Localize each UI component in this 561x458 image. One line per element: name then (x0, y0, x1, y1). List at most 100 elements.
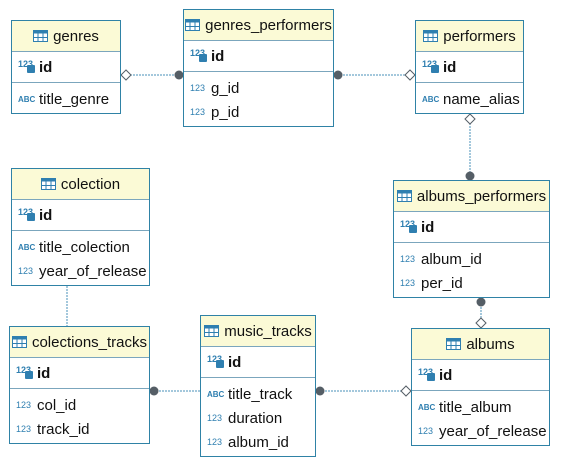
entity-title: colections_tracks (31, 333, 148, 351)
entity-title: colection (60, 175, 121, 193)
rel-genres-genres-performers-to-dot-end (174, 70, 184, 80)
entity-title: music_tracks (224, 322, 312, 340)
column-name: p_id (211, 103, 240, 121)
entity-header[interactable]: genres_performers (184, 10, 333, 41)
primary-key-name: id (39, 58, 53, 76)
entity-header[interactable]: performers (416, 21, 523, 52)
table-icon (33, 30, 49, 42)
primary-key-name: id (421, 218, 435, 236)
table-icon (446, 338, 462, 350)
entity-title: albums_performers (416, 187, 547, 205)
primary-key-icon: 123 (18, 59, 36, 74)
column-name: col_id (37, 396, 77, 414)
table-icon (204, 325, 220, 337)
rel-music-tracks-albums-from-dot-end (315, 386, 325, 396)
table-icon (11, 336, 27, 348)
column-name: track_id (37, 420, 90, 438)
num-123-icon: 123 (207, 437, 223, 447)
primary-key-icon: 123 (422, 59, 440, 74)
primary-key-name: id (443, 58, 457, 76)
rel-colections-tracks-music-tracks-from-dot-end (149, 386, 159, 396)
table-icon (185, 19, 201, 31)
entity-header[interactable]: colections_tracks (10, 327, 149, 358)
num-123-icon: 123 (16, 400, 32, 410)
num-123-icon: 123 (190, 107, 206, 117)
entity-header[interactable]: genres (12, 21, 120, 52)
column-name: per_id (421, 274, 463, 292)
table-icon (40, 178, 56, 190)
entity-title: performers (443, 27, 516, 45)
column-row[interactable]: 123 year_of_release (12, 259, 149, 283)
column-row[interactable]: 123 p_id (184, 100, 333, 124)
entity-title: genres_performers (205, 16, 332, 34)
entity-header[interactable]: colection (12, 169, 149, 200)
column-name: year_of_release (39, 262, 147, 280)
abc-text-icon: ABC (422, 94, 440, 104)
column-row[interactable]: 123 col_id (10, 393, 149, 417)
rel-genres-performers-performers-to-diamond-end (404, 69, 416, 81)
column-name: title_album (439, 398, 512, 416)
primary-key-name: id (39, 206, 53, 224)
abc-text-icon: ABC (18, 242, 36, 252)
column-name: name_alias (443, 90, 520, 108)
num-123-icon: 123 (18, 266, 34, 276)
num-123-icon: 123 (16, 424, 32, 434)
entity-header[interactable]: music_tracks (201, 316, 315, 347)
table-icon (423, 30, 439, 42)
primary-key-icon: 123 (16, 365, 34, 380)
primary-key-icon: 123 (418, 367, 436, 382)
rel-performers-albums-performers-to-dot-end (465, 171, 475, 181)
rel-music-tracks-albums-to-diamond-end (400, 385, 412, 397)
column-name: title_genre (39, 90, 110, 108)
primary-key-icon: 123 (190, 48, 208, 63)
column-name: g_id (211, 79, 240, 97)
entity-header[interactable]: albums_performers (394, 181, 549, 212)
column-name: year_of_release (439, 422, 547, 440)
table-icon (396, 190, 412, 202)
abc-text-icon: ABC (18, 94, 36, 104)
entity-header[interactable]: albums (412, 329, 549, 360)
rel-genres-performers-performers-from-dot-end (333, 70, 343, 80)
column-row[interactable]: 123 track_id (10, 417, 149, 441)
rel-albums-performers-albums-to-diamond-end (475, 317, 487, 329)
num-123-icon: 123 (400, 254, 416, 264)
column-name: title_track (228, 385, 293, 403)
rel-genres-genres-performers-from-diamond-end (120, 69, 132, 81)
rel-performers-albums-performers-from-diamond-end (464, 113, 476, 125)
